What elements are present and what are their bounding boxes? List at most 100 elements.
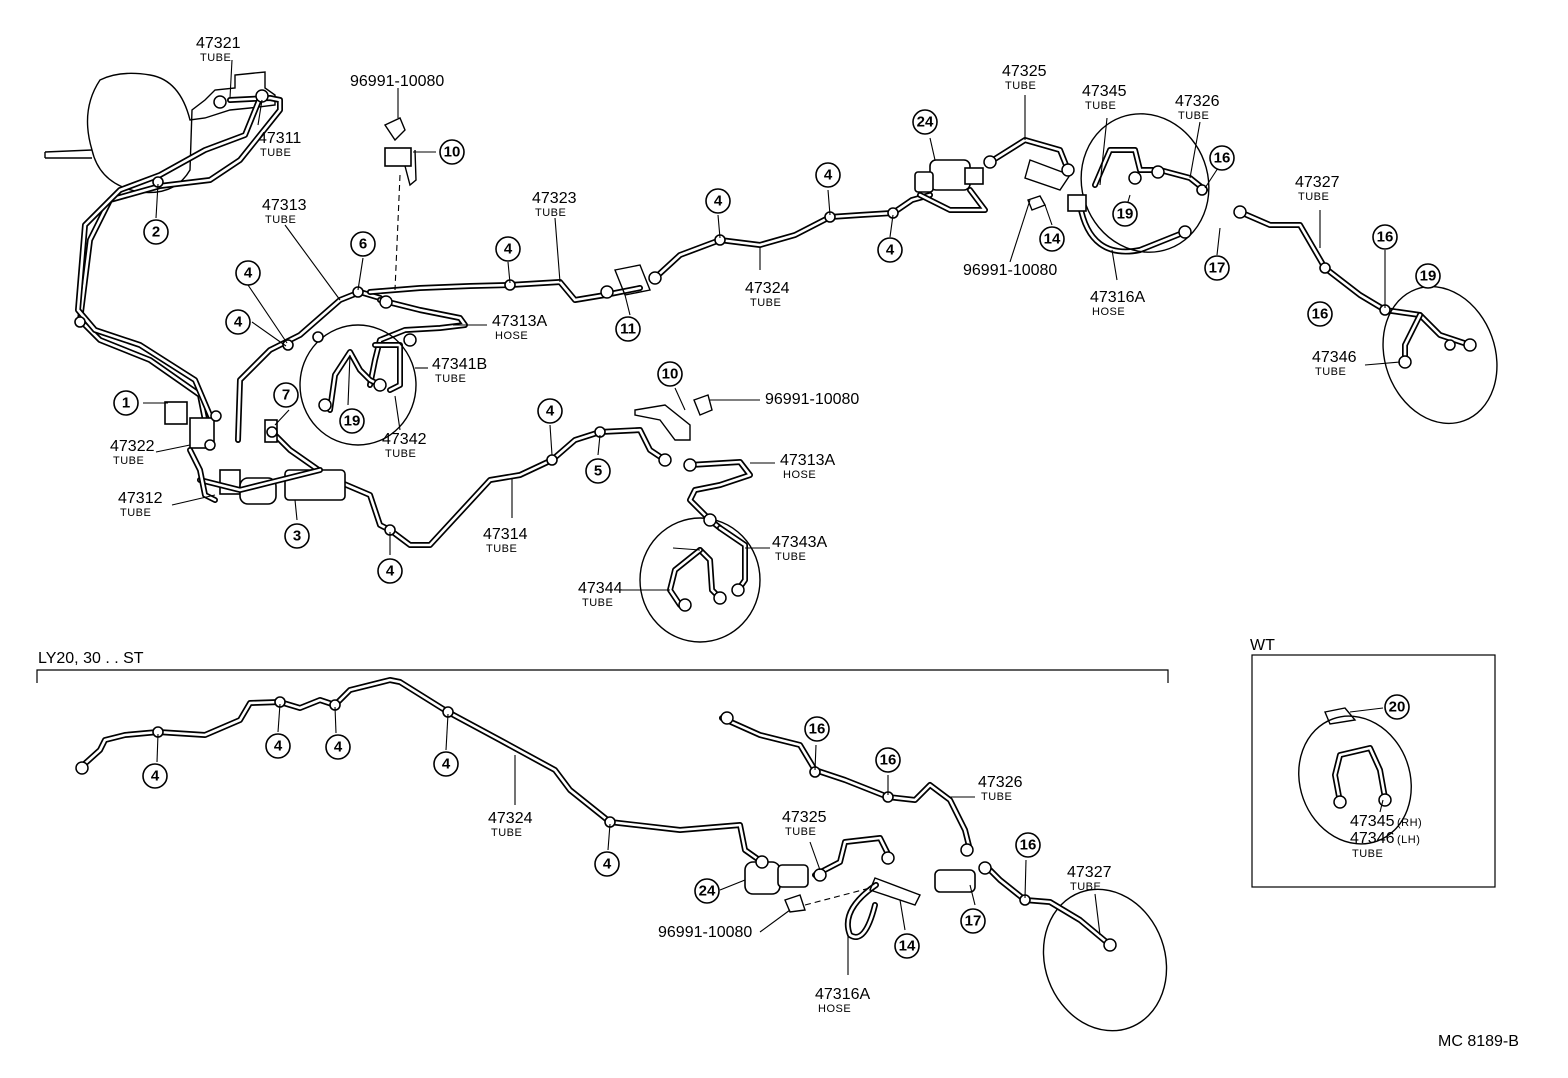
- part-desc: TUBE: [486, 543, 517, 555]
- brake-drums: [299, 113, 1498, 1032]
- callout: 16: [1307, 301, 1333, 327]
- part-label: 47343A: [772, 534, 827, 551]
- svg-text:4: 4: [504, 241, 513, 258]
- callout: 16: [804, 716, 830, 742]
- callout: 1: [113, 390, 139, 416]
- inset-part-a: 47345: [1350, 813, 1395, 830]
- part-label: 47344: [578, 580, 623, 597]
- svg-text:4: 4: [714, 193, 723, 210]
- wt-inset: [1251, 654, 1496, 888]
- part-label: 47313A: [780, 452, 835, 469]
- part-label: 47316A: [815, 986, 870, 1003]
- svg-text:4: 4: [442, 756, 451, 773]
- brake-pipes-front-right: [267, 427, 753, 608]
- callout: 14: [1039, 226, 1065, 252]
- svg-text:24: 24: [917, 114, 934, 131]
- pipe-clamps: [74, 176, 1391, 906]
- inset-part-a-side: (RH): [1397, 817, 1422, 829]
- svg-text:17: 17: [965, 913, 982, 930]
- callout: 4: [877, 237, 903, 263]
- diagram-code: MC 8189-B: [1438, 1033, 1519, 1050]
- part-desc: TUBE: [775, 551, 806, 563]
- svg-text:11: 11: [620, 321, 636, 338]
- svg-text:20: 20: [1389, 699, 1406, 716]
- callout: 14: [894, 933, 920, 959]
- part-desc: TUBE: [1005, 80, 1036, 92]
- svg-text:10: 10: [662, 366, 679, 383]
- inset-part-b-side: (LH): [1397, 834, 1420, 846]
- part-desc: TUBE: [265, 214, 296, 226]
- part-labels: 47321 TUBE 47311 TUBE 96991-10080 47313 …: [110, 35, 1357, 1015]
- callout: 24: [694, 878, 720, 904]
- svg-text:16: 16: [1020, 837, 1037, 854]
- svg-text:4: 4: [274, 738, 283, 755]
- svg-text:2: 2: [152, 224, 160, 241]
- part-label: 47313A: [492, 313, 547, 330]
- svg-text:4: 4: [546, 403, 555, 420]
- brake-pipes-lower: [77, 677, 1113, 948]
- part-desc: HOSE: [818, 1003, 851, 1015]
- svg-text:16: 16: [1312, 306, 1329, 323]
- part-desc: TUBE: [750, 297, 781, 309]
- part-label: 47326: [978, 774, 1023, 791]
- callout: 5: [585, 458, 611, 484]
- part-desc: TUBE: [1315, 366, 1346, 378]
- brake-booster-outline: [44, 71, 276, 194]
- part-desc: TUBE: [785, 826, 816, 838]
- part-label: 47342: [382, 431, 427, 448]
- svg-text:19: 19: [344, 413, 361, 430]
- callout: 4: [265, 733, 291, 759]
- part-label: 47346: [1312, 349, 1357, 366]
- part-label: 47325: [1002, 63, 1047, 80]
- svg-text:6: 6: [359, 236, 367, 253]
- svg-text:4: 4: [824, 167, 833, 184]
- svg-text:4: 4: [603, 856, 612, 873]
- part-desc: TUBE: [200, 52, 231, 64]
- svg-text:14: 14: [899, 938, 916, 955]
- valve-24-upper: [914, 159, 1087, 212]
- part-desc: HOSE: [1092, 306, 1125, 318]
- part-desc: TUBE: [1178, 110, 1209, 122]
- callout: 2: [143, 219, 169, 245]
- svg-text:4: 4: [234, 314, 243, 331]
- svg-text:1: 1: [122, 395, 130, 412]
- part-label: 47323: [532, 190, 577, 207]
- callout: 4: [225, 309, 251, 335]
- part-desc: HOSE: [783, 469, 816, 481]
- svg-text:4: 4: [886, 242, 895, 259]
- part-label: 96991-10080: [658, 924, 752, 941]
- callout: 4: [142, 763, 168, 789]
- part-label: 96991-10080: [765, 391, 859, 408]
- part-label: 96991-10080: [963, 262, 1057, 279]
- callout: 4: [705, 188, 731, 214]
- inset-desc: TUBE: [1352, 848, 1383, 860]
- part-label: 47316A: [1090, 289, 1145, 306]
- callout: 4: [325, 734, 351, 760]
- part-desc: TUBE: [120, 507, 151, 519]
- svg-text:24: 24: [699, 883, 716, 900]
- callout: 6: [350, 231, 376, 257]
- part-desc: TUBE: [1070, 881, 1101, 893]
- part-desc: TUBE: [435, 373, 466, 385]
- callout: 20: [1384, 694, 1410, 720]
- svg-text:16: 16: [1377, 229, 1394, 246]
- callout: 4: [235, 260, 261, 286]
- callout: 11: [615, 316, 641, 342]
- part-desc: TUBE: [535, 207, 566, 219]
- callouts: 1 2 3 4 4 4 4 4 4 4 4 4 5 6 7 10 10 11 1…: [113, 109, 1441, 959]
- svg-text:16: 16: [809, 721, 826, 738]
- part-label: 47341B: [432, 356, 487, 373]
- part-label: 47327: [1295, 174, 1340, 191]
- part-label: 47326: [1175, 93, 1220, 110]
- callout: 10: [439, 139, 465, 165]
- callout: 17: [1204, 255, 1230, 281]
- leader-lines: [143, 59, 1401, 975]
- wt-inset-labels: WT 47345 (RH) 47346 (LH) TUBE: [1250, 637, 1422, 860]
- callout: 4: [433, 751, 459, 777]
- inset-part-b: 47346: [1350, 830, 1395, 847]
- callout: 17: [960, 908, 986, 934]
- valve-24-lower: [744, 861, 976, 913]
- part-desc: TUBE: [385, 448, 416, 460]
